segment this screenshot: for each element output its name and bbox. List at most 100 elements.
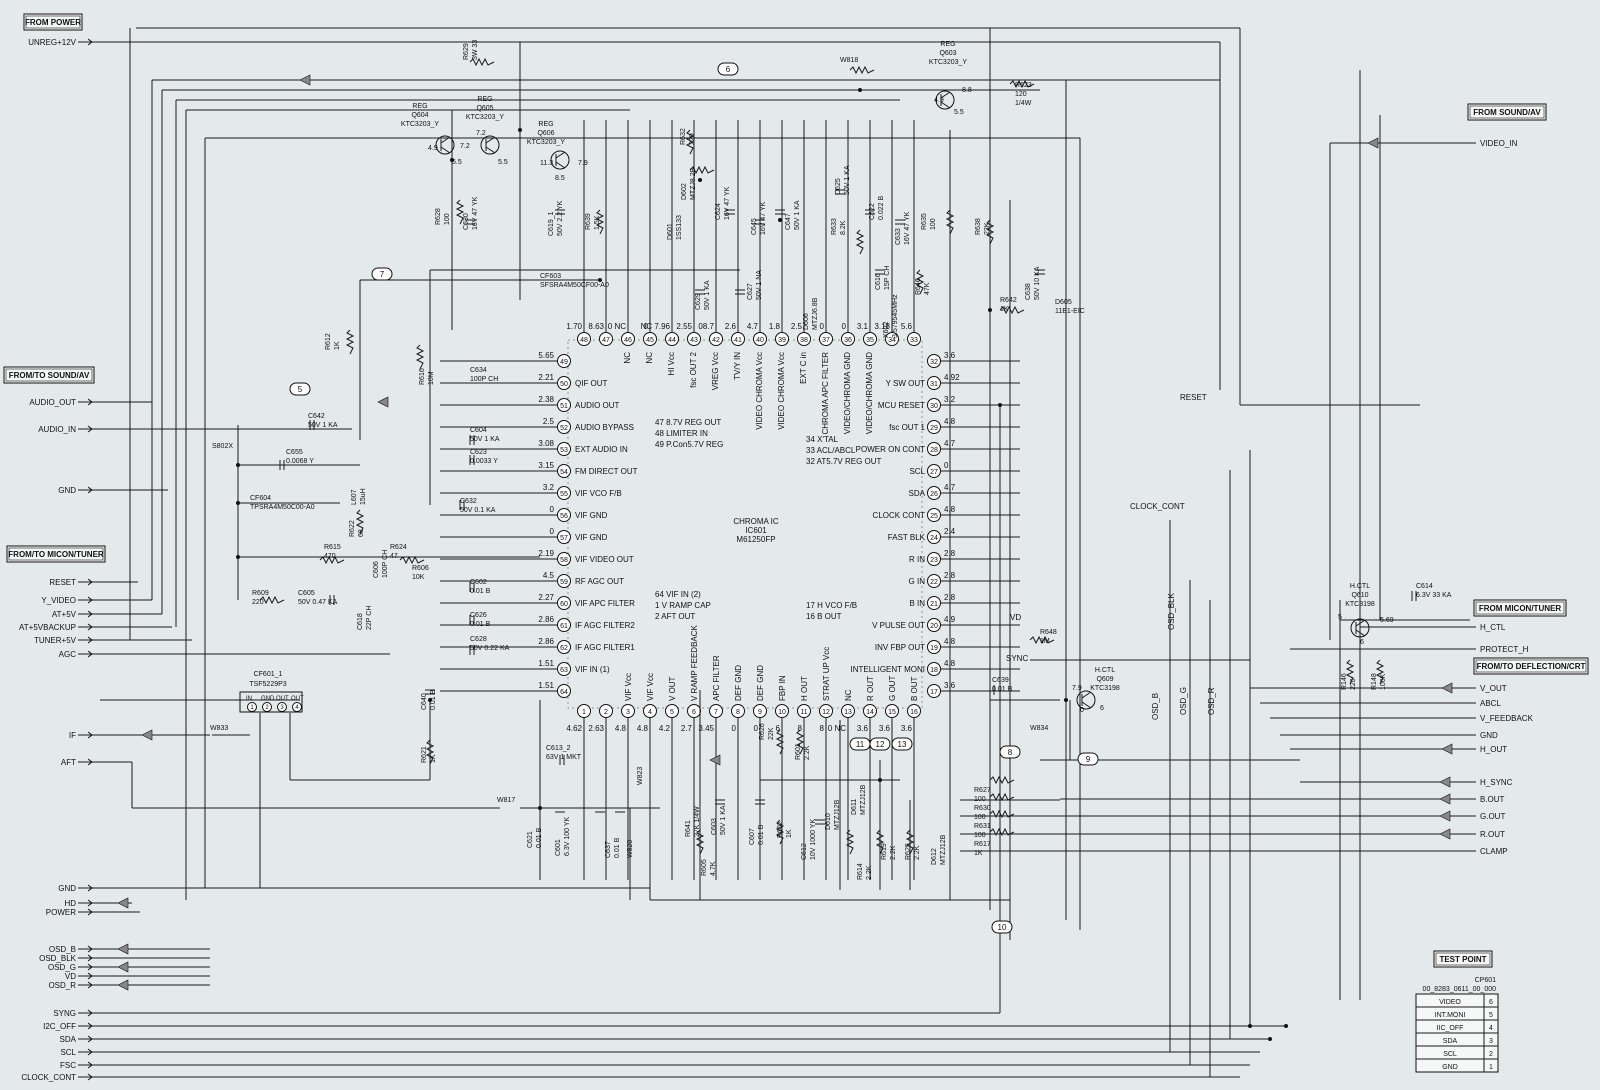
ic-pin [927, 684, 941, 698]
component-label-c628: 50V 0.22 KA [470, 645, 510, 652]
resistor-symbol [595, 209, 605, 235]
resistor-symbol [1345, 659, 1355, 685]
arrow-icon [87, 623, 93, 631]
ic-pin-number: 51 [560, 403, 568, 410]
signal-label-left: AFT [61, 758, 76, 767]
signal-label-left: Y_VIDEO [41, 596, 76, 605]
component-label-c612: C612 [801, 843, 808, 860]
pin-name: VIDEO CHROMA Vcc [755, 352, 764, 430]
test-point-name: VIDEO [1439, 999, 1461, 1006]
component-label-c622: C622 [869, 203, 876, 220]
ic-pin [797, 332, 811, 346]
component-label-c613: 63V 1 MKT [546, 754, 582, 761]
component-label-d601: D601 [667, 223, 674, 240]
component-label-c625: 50V 1 KA [844, 165, 851, 195]
transistor-emitter [485, 146, 496, 154]
ic-note: 1 V RAMP CAP [655, 601, 711, 610]
ic-pin-number: 54 [560, 469, 568, 476]
transistor-label-q610: KTC3198 [1345, 601, 1375, 608]
pin-voltage: 0 NC [828, 724, 846, 733]
pin-voltage: 0 [944, 461, 949, 470]
ic-pin [687, 332, 701, 346]
marker-number: 7 [380, 270, 385, 279]
component-label-c619: 50V 2.2 YK [557, 200, 564, 236]
component-label-r621: R621 [421, 746, 428, 763]
net-label: OSD_G [1179, 687, 1188, 715]
transistor-label-q609: Q609 [1096, 676, 1113, 683]
arrow-icon [87, 884, 93, 892]
ic-pin-number: 29 [930, 425, 938, 432]
signal-label-left: GND [58, 884, 76, 893]
resistor-symbol [989, 809, 1015, 819]
ic-pin [557, 574, 571, 588]
pin-voltage: NC 7.96 [641, 322, 671, 331]
component-label-c616: C616 [875, 273, 882, 290]
test-point-code: 00_8283_0611_00_000 [1423, 986, 1497, 993]
ic-pin-number: 45 [646, 337, 654, 344]
ic-pin [927, 596, 941, 610]
ic-pin [819, 704, 833, 718]
resistor-symbol [695, 829, 705, 855]
component-label-x602: 3.579545MHz [892, 294, 899, 338]
component-label-r627: R627 [974, 787, 991, 794]
resistor-symbol [989, 792, 1015, 802]
marker-number: 8 [1008, 748, 1013, 757]
pin-name: AUDIO OUT [575, 401, 620, 410]
test-point-name: SDA [1443, 1038, 1458, 1045]
arrow-icon [87, 1035, 93, 1043]
ic-note: 2 AFT OUT [655, 612, 695, 621]
component-label-r625: 2.2K [914, 845, 921, 860]
ic-pin [927, 486, 941, 500]
connector-pin-name: OUT [291, 696, 304, 702]
arrow-icon [87, 596, 93, 604]
pin-name: CLOCK CONT [873, 511, 926, 520]
junction-dot [778, 218, 782, 222]
ic-pin [557, 508, 571, 522]
pin-name: VIF GND [575, 533, 608, 542]
ic-pin-number: 47 [602, 337, 610, 344]
ic-pin-number: 15 [888, 709, 896, 716]
transistor-voltage: 5 [1338, 614, 1342, 621]
transistor-symbol [550, 150, 570, 170]
pin-voltage: 3.1 [857, 322, 869, 331]
ic-pin [927, 508, 941, 522]
component-label-w823: W823 [637, 767, 644, 785]
marker-number: 12 [876, 740, 885, 749]
section-title: FROM/TO DEFLECTION/CRT [1477, 662, 1586, 671]
component-label-r646: R646 [915, 278, 922, 295]
component-label-r623: 120 [1015, 91, 1027, 98]
junction-dot [236, 501, 240, 505]
pin-name: V OUT [668, 676, 677, 701]
transistor-label-q610: H.CTL [1350, 583, 1370, 590]
pin-name: APC FILTER [712, 655, 721, 701]
component-label-c612: 10V 1000 YK [810, 819, 817, 860]
connector-pin-name: IN [246, 696, 252, 702]
arrow-icon [87, 486, 93, 494]
resistor-symbol [849, 65, 875, 75]
arrow-icon [117, 943, 129, 955]
arrow-icon [117, 979, 129, 991]
component-label-c624: 16V 47 YK [724, 186, 731, 220]
component-label-d610: MTZJ12B [834, 799, 841, 830]
signal-label-left: OSD_B [49, 945, 76, 954]
ic-pin [643, 704, 657, 718]
ic-pin [863, 332, 877, 346]
ic-pin-number: 18 [930, 667, 938, 674]
pin-name: VIF Vcc [624, 673, 633, 701]
arrow-icon [87, 425, 93, 433]
pin-name: FBP IN [778, 675, 787, 701]
component-label-c602: C602 [470, 579, 487, 586]
ic-note: 47 8.7V REG OUT [655, 418, 721, 427]
transistor-voltage: 11.3 [540, 160, 553, 167]
component-label-c618: C618 [357, 613, 364, 630]
component-label-c613: C613_2 [546, 745, 571, 752]
pin-voltage: 2.86 [538, 637, 554, 646]
resistor-symbol [985, 219, 995, 245]
component-label-c623: 0.0033 Y [470, 458, 498, 465]
arrow-icon [299, 74, 311, 86]
component-label-r629: R629 [463, 43, 470, 60]
component-label-c639: C639 [992, 677, 1009, 684]
arrow-icon [87, 578, 93, 586]
component-label-c618: 22P CH [366, 606, 373, 630]
ic-pin [599, 704, 613, 718]
